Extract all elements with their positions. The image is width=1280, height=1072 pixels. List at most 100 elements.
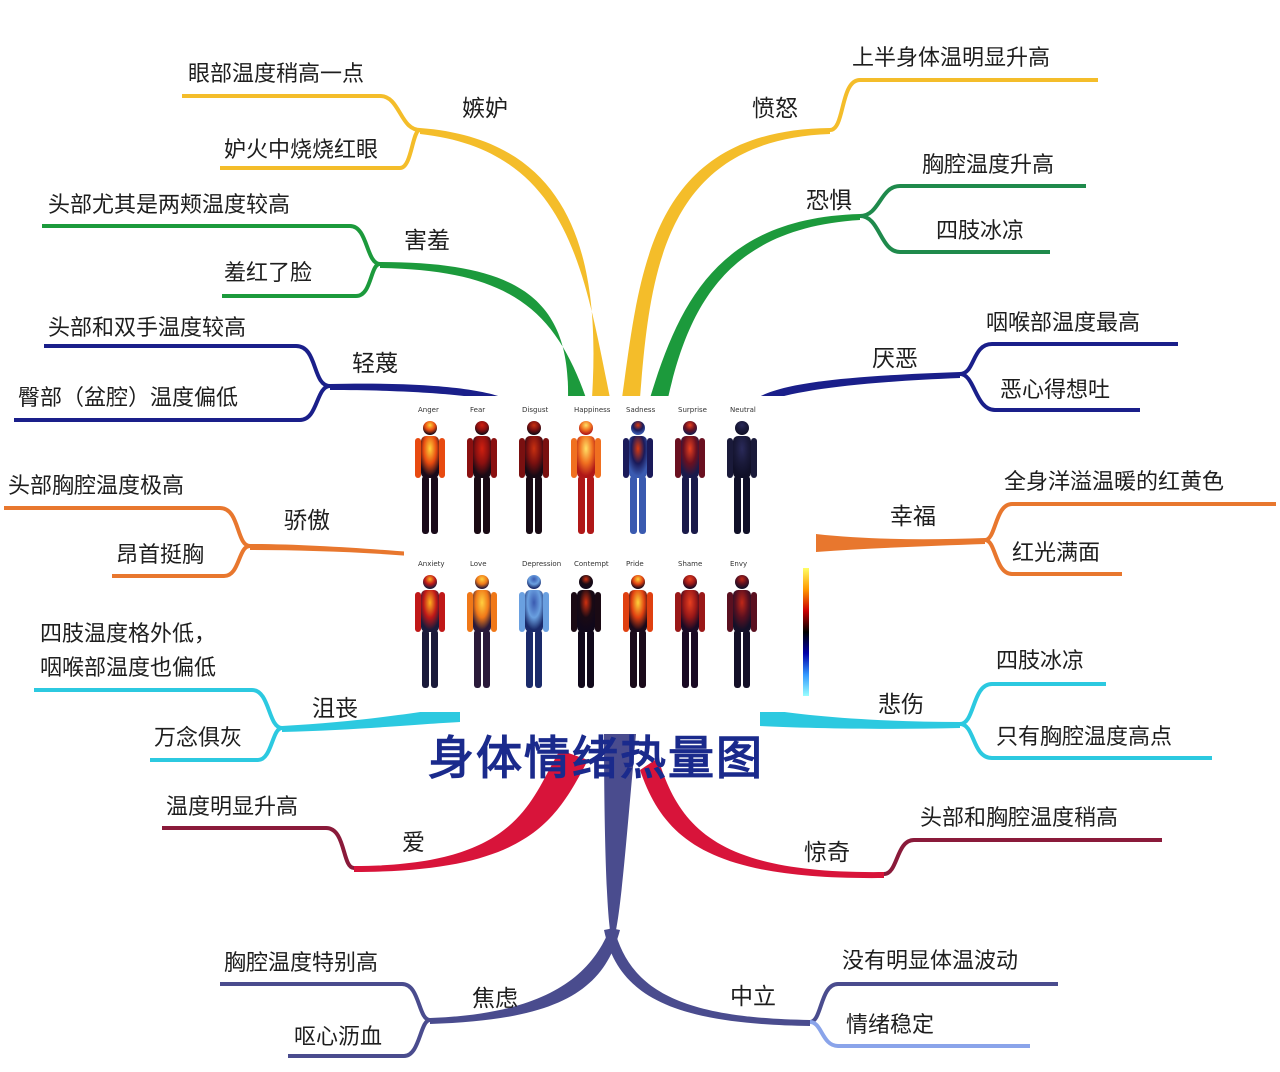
detail-fear-2: 四肢冰凉 xyxy=(936,219,1025,244)
branch-contempt xyxy=(330,383,512,402)
detail-pride-2: 昂首挺胸 xyxy=(116,543,205,568)
body-figure-row2-1 xyxy=(415,575,445,688)
underline-shame-2 xyxy=(222,262,381,298)
branch-depression xyxy=(282,706,460,732)
branch-shame xyxy=(380,262,586,398)
detail-shame-1: 头部尤其是两颊温度较高 xyxy=(48,193,291,218)
branch-jealousy xyxy=(420,128,610,398)
detail-anger-1: 上半身体温明显升高 xyxy=(852,46,1051,71)
body-figure-row1-1 xyxy=(415,421,445,534)
detail-depression-3: 万念俱灰 xyxy=(154,726,243,751)
emotion-depression: 沮丧 xyxy=(312,696,358,722)
figure-caption-row1-1: Anger xyxy=(418,406,439,414)
underline-surprise xyxy=(883,838,1162,876)
detail-disgust-2: 恶心得想吐 xyxy=(1000,378,1111,403)
underline-sadness-2 xyxy=(959,722,1212,760)
branch-disgust xyxy=(754,372,960,402)
figure-caption-row2-3: Depression xyxy=(522,560,562,568)
underline-fear-1 xyxy=(859,184,1086,218)
emotion-neutral: 中立 xyxy=(730,984,776,1010)
emotion-love: 爱 xyxy=(402,830,425,856)
underline-shame-1 xyxy=(42,224,381,266)
figure-caption-row1-3: Disgust xyxy=(522,406,549,414)
underline-anger xyxy=(829,78,1098,132)
branch-surprise xyxy=(640,758,884,879)
emotion-pride: 骄傲 xyxy=(284,508,330,534)
emotion-fear: 恐惧 xyxy=(806,188,852,214)
detail-happiness-2: 红光满面 xyxy=(1012,541,1101,566)
body-figure-row1-3 xyxy=(519,421,549,534)
body-figure-row2-4 xyxy=(571,575,601,688)
underline-disgust-1 xyxy=(959,342,1178,376)
underline-disgust-2 xyxy=(959,372,1140,412)
body-figure-row1-5 xyxy=(623,421,653,534)
figure-caption-row1-5: Sadness xyxy=(626,406,656,414)
figure-caption-row2-7: Envy xyxy=(730,560,748,568)
figure-caption-row1-2: Fear xyxy=(470,406,486,414)
underline-jealousy-1 xyxy=(182,94,421,132)
underline-depression-2 xyxy=(150,726,283,762)
detail-sadness-1: 四肢冰凉 xyxy=(996,649,1085,674)
underline-love xyxy=(162,826,355,870)
body-figure-row2-5 xyxy=(623,575,653,688)
detail-disgust-1: 咽喉部温度最高 xyxy=(986,311,1141,336)
emotion-disgust: 厌恶 xyxy=(872,346,918,372)
underline-pride-2 xyxy=(112,544,251,578)
underline-anxiety-2 xyxy=(288,1018,431,1058)
figure-caption-row1-4: Happiness xyxy=(574,406,611,414)
branch-trunk xyxy=(604,734,636,930)
detail-depression-2: 咽喉部温度也偏低 xyxy=(40,656,217,681)
branch-anxiety xyxy=(430,928,620,1024)
color-scale-bar xyxy=(803,568,809,696)
detail-jealousy-2: 妒火中烧烧红眼 xyxy=(224,138,379,163)
underline-depression-1 xyxy=(34,688,283,730)
underline-pride-1 xyxy=(4,506,251,548)
underline-jealousy-2 xyxy=(220,128,422,170)
underline-contempt-1 xyxy=(44,344,331,388)
underline-fear-2 xyxy=(859,214,1050,254)
body-figure-row1-4 xyxy=(571,421,601,534)
figure-caption-row2-6: Shame xyxy=(678,560,703,568)
diagram-title: 身体情绪热量图 xyxy=(428,731,764,785)
body-figure-row1-7 xyxy=(727,421,757,534)
detail-neutral-1: 没有明显体温波动 xyxy=(842,949,1019,974)
emotion-jealousy: 嫉妒 xyxy=(462,96,508,122)
detail-depression-1: 四肢温度格外低， xyxy=(40,622,217,647)
underline-happiness-2 xyxy=(984,538,1122,576)
emotion-happiness: 幸福 xyxy=(890,504,936,530)
detail-shame-2: 羞红了脸 xyxy=(224,261,313,286)
branch-sadness xyxy=(760,708,960,729)
detail-pride-1: 头部胸腔温度极高 xyxy=(8,474,185,499)
body-figure-row1-6 xyxy=(675,421,705,534)
branch-happiness xyxy=(816,534,985,552)
branch-love xyxy=(354,750,588,872)
body-figure-row2-3 xyxy=(519,575,549,688)
emotion-surprise: 惊奇 xyxy=(804,840,850,866)
body-figure-row2-2 xyxy=(467,575,497,688)
emotion-anger: 愤怒 xyxy=(752,96,798,122)
emotion-shame: 害羞 xyxy=(404,228,450,254)
underline-neutral-2 xyxy=(809,1020,1030,1048)
body-figure-row2-7 xyxy=(727,575,757,688)
branch-neutral xyxy=(604,928,810,1026)
detail-happiness-1: 全身洋溢温暖的红黄色 xyxy=(1004,470,1225,495)
underline-anxiety-1 xyxy=(220,982,431,1022)
detail-anxiety-2: 呕心沥血 xyxy=(294,1025,383,1050)
detail-neutral-2: 情绪稳定 xyxy=(846,1013,935,1038)
figure-caption-row2-4: Contempt xyxy=(574,560,609,568)
underline-sadness-1 xyxy=(959,682,1106,726)
branch-fear xyxy=(650,214,860,398)
detail-anxiety-1: 胸腔温度特别高 xyxy=(224,951,379,976)
detail-fear-1: 胸腔温度升高 xyxy=(922,153,1055,178)
figure-caption-row2-1: Anxiety xyxy=(418,560,445,568)
figure-caption-row2-2: Love xyxy=(470,560,487,568)
emotion-anxiety: 焦虑 xyxy=(472,986,518,1012)
figure-caption-row2-5: Pride xyxy=(626,560,644,568)
figure-caption-row1-6: Surprise xyxy=(678,406,707,414)
detail-surprise-1: 头部和胸腔温度稍高 xyxy=(920,806,1119,831)
figure-caption-row1-7: Neutral xyxy=(730,406,756,414)
underline-contempt-2 xyxy=(14,384,331,422)
detail-jealousy-1: 眼部温度稍高一点 xyxy=(188,62,365,87)
underline-happiness-1 xyxy=(984,502,1276,542)
